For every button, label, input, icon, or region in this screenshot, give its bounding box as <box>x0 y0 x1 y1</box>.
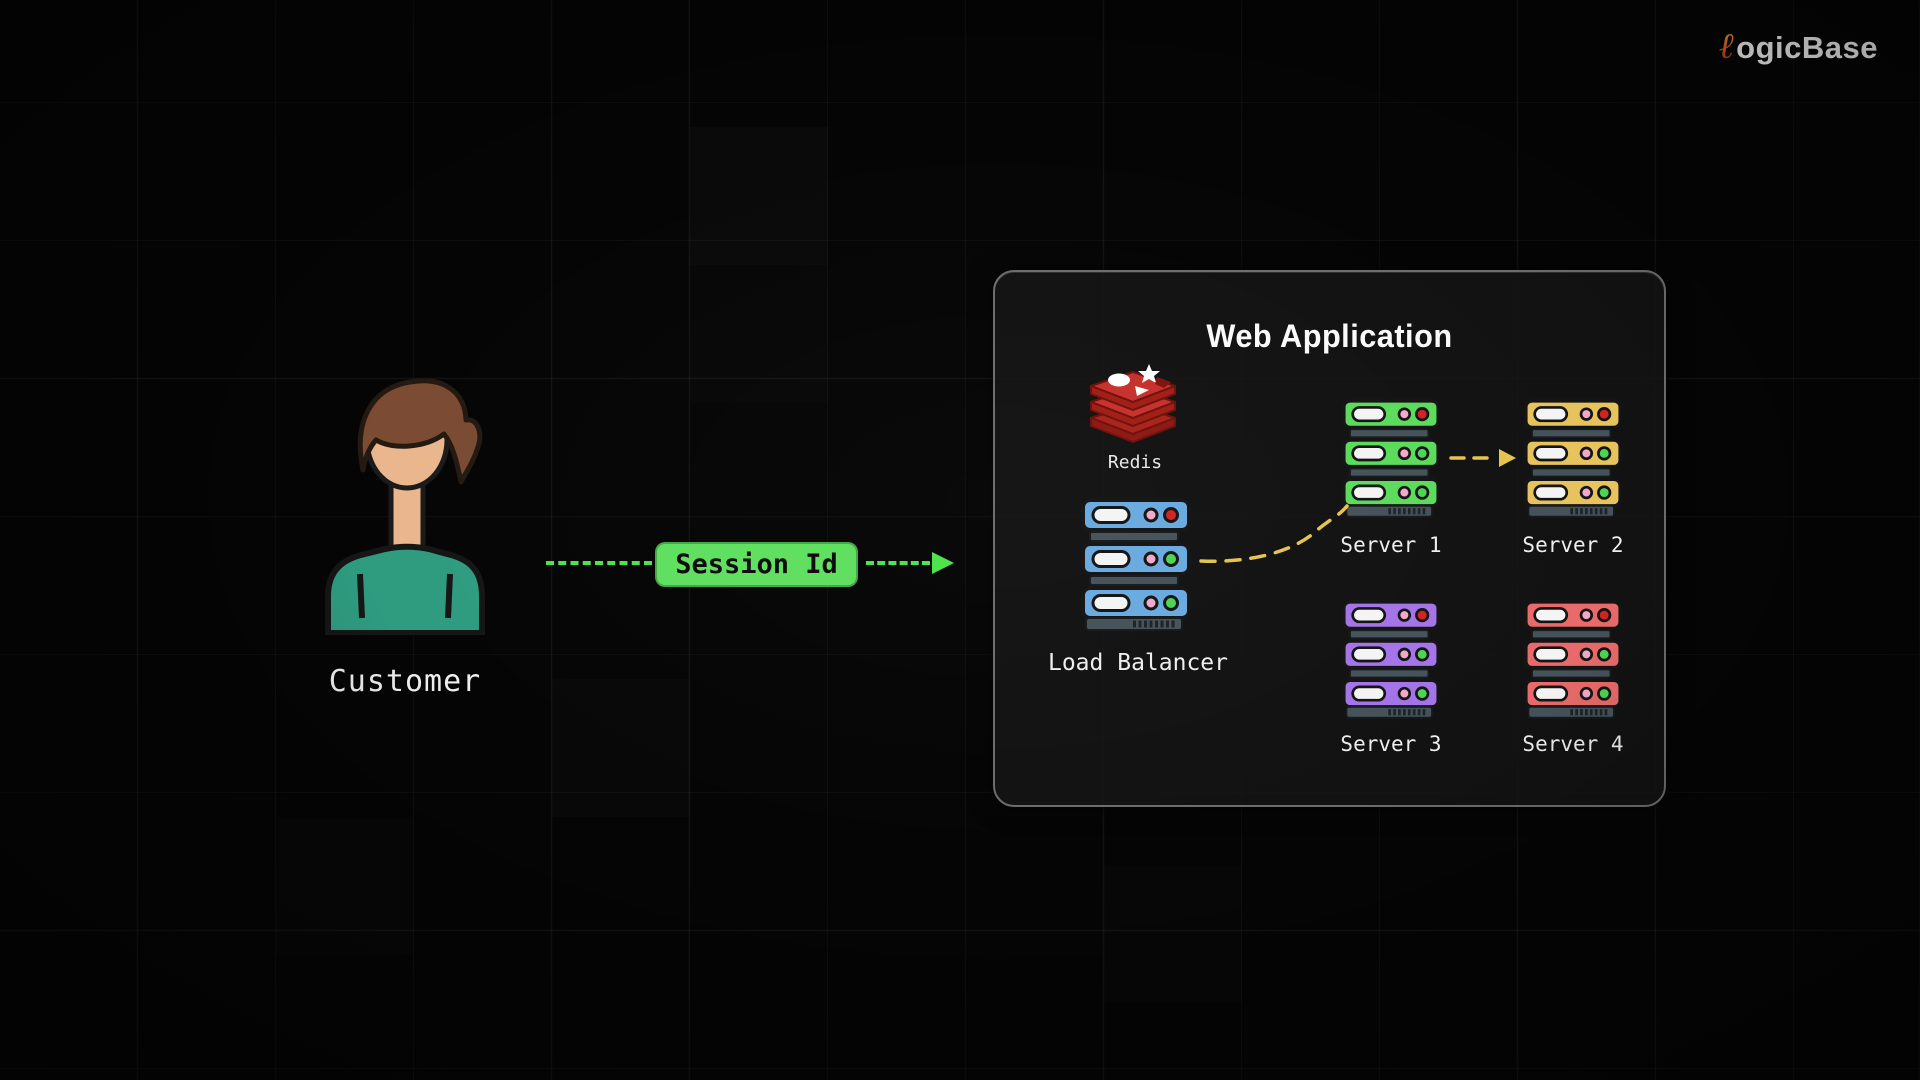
server-4-icon <box>1524 600 1622 721</box>
server-3-label: Server 3 <box>1340 732 1442 756</box>
session-dashed-line-right <box>866 561 930 565</box>
server-4-label: Server 4 <box>1522 732 1624 756</box>
web-application-panel: Web Application Redis Load Balancer Serv… <box>993 270 1666 807</box>
session-id-badge: Session Id <box>655 542 858 587</box>
load-balancer-icon <box>1081 498 1191 634</box>
background-cell <box>552 679 690 817</box>
server-2-label: Server 2 <box>1522 533 1624 557</box>
background-cell <box>690 265 828 403</box>
background-cell <box>276 817 414 955</box>
load-balancer-label: Load Balancer <box>1047 650 1228 676</box>
logo-l-glyph: ℓ <box>1719 25 1736 67</box>
logicbase-logo: ℓ ogicBase <box>1719 28 1878 66</box>
redis-icon <box>1090 364 1176 443</box>
redis-label: Redis <box>1107 452 1163 473</box>
server-3-icon <box>1342 600 1440 721</box>
background-cell <box>1104 865 1242 1003</box>
session-arrowhead-icon <box>932 552 954 574</box>
session-id-label: Session Id <box>675 549 838 580</box>
server-1-label: Server 1 <box>1340 533 1442 557</box>
server-1-icon <box>1342 399 1440 520</box>
logo-text: ogicBase <box>1736 30 1878 65</box>
background-cell <box>690 127 828 265</box>
server-2-icon <box>1524 399 1622 520</box>
session-dashed-line-left <box>546 561 652 565</box>
route-arrowhead-icon <box>1499 449 1516 467</box>
customer-avatar <box>325 378 485 635</box>
panel-title: Web Application <box>1206 318 1453 354</box>
customer-label: Customer <box>328 664 482 699</box>
